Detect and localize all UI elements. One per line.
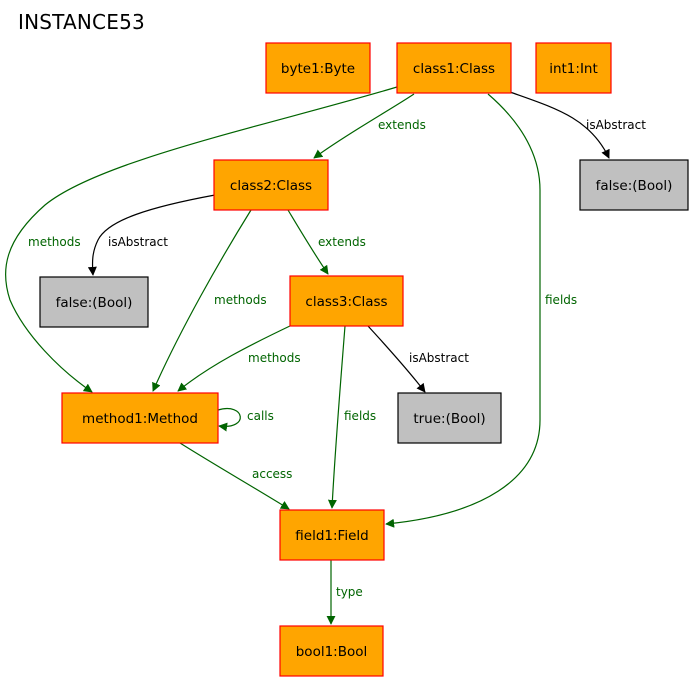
edge-class3-isabstract-true [367,325,426,393]
node-true-class3[interactable]: true:(Bool) [397,392,502,444]
edge-label-isabstract: isAbstract [586,118,646,132]
edge-label-fields: fields [344,409,376,423]
edge-label-extends: extends [378,118,426,132]
edge-label-methods: methods [28,235,81,249]
node-field1[interactable]: field1:Field [279,509,385,561]
edge-class1-extends-class2 [313,93,415,159]
edge-label-methods: methods [248,351,301,365]
edge-label-methods: methods [214,293,267,307]
node-label: bool1:Bool [296,644,368,660]
node-label: int1:Int [549,61,598,77]
node-label: field1:Field [295,528,368,544]
node-false-class2[interactable]: false:(Bool) [39,276,149,328]
edge-class2-isabstract-false [87,194,216,276]
node-byte1[interactable]: byte1:Byte [265,42,371,94]
edge-method1-calls-self [217,408,241,432]
node-label: byte1:Byte [281,61,355,77]
edge-class3-fields-field1 [327,325,346,509]
node-bool1[interactable]: bool1:Bool [279,625,384,677]
node-method1[interactable]: method1:Method [61,392,219,444]
node-label: class1:Class [413,61,495,77]
node-label: class3:Class [305,294,387,310]
node-label: false:(Bool) [596,178,673,194]
edge-class2-extends-class3 [287,209,329,275]
node-class1[interactable]: class1:Class [396,42,512,94]
edge-class1-methods-method1 [4,86,398,393]
diagram-title: INSTANCE53 [18,10,145,34]
edge-label-isabstract: isAbstract [108,235,168,249]
edge-class1-isabstract-false [509,91,610,159]
edge-class1-fields-field1 [385,93,541,528]
node-label: method1:Method [82,411,198,427]
edge-method1-access-field1 [179,442,290,510]
edge-label-isabstract: isAbstract [409,351,469,365]
edge-label-fields: fields [545,293,577,307]
node-label: true:(Bool) [413,411,485,427]
edge-label-extends: extends [318,235,366,249]
node-false-class1[interactable]: false:(Bool) [579,159,689,211]
node-class2[interactable]: class2:Class [213,159,329,211]
node-int1[interactable]: int1:Int [535,42,612,94]
node-class3[interactable]: class3:Class [289,275,404,327]
edge-label-type: type [336,585,363,599]
node-label: class2:Class [230,178,312,194]
edge-class3-methods-method1 [177,324,293,392]
edge-label-calls: calls [247,409,274,423]
edge-label-access: access [252,467,292,481]
edge-class2-methods-method1 [152,209,252,392]
node-label: false:(Bool) [56,295,133,311]
